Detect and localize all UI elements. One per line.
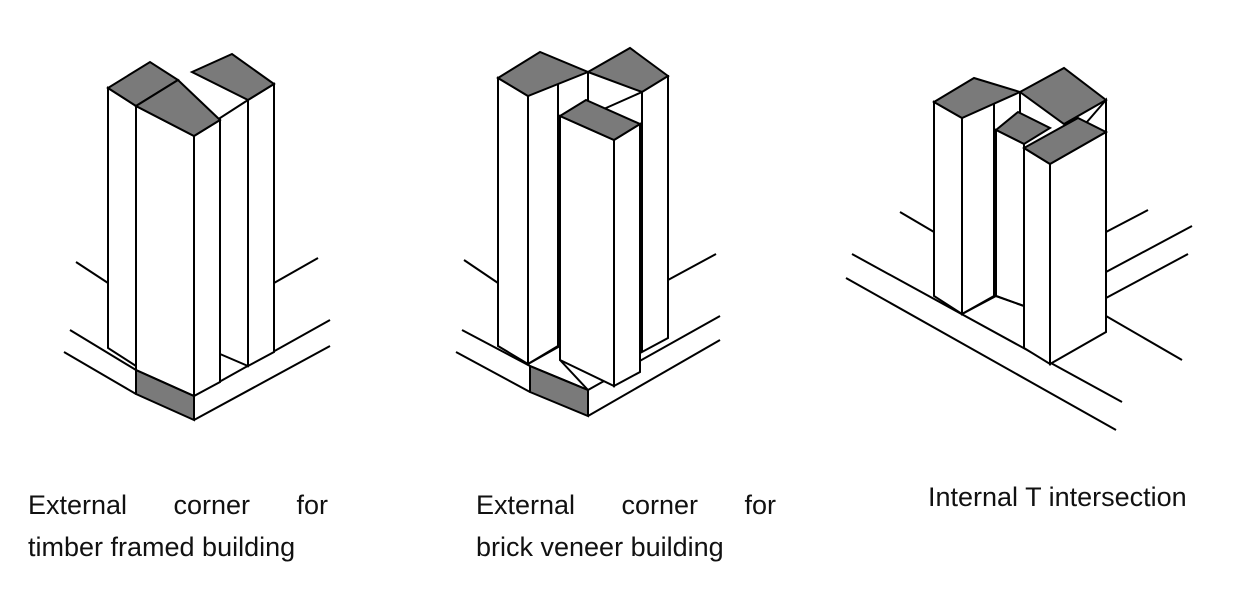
caption-timber-framed: External corner for timber framed buildi…	[28, 484, 328, 568]
caption-text: brick veneer building	[476, 532, 724, 562]
caption-text: Internal T intersection	[928, 482, 1187, 512]
caption-internal-t: Internal T intersection	[928, 476, 1218, 518]
caption-word: External	[476, 490, 576, 520]
caption-brick-veneer: External corner for brick veneer buildin…	[476, 484, 776, 568]
caption-line-2: brick veneer building	[476, 526, 776, 568]
caption-line-1: Internal T intersection	[928, 476, 1218, 518]
caption-word: for	[296, 490, 328, 520]
caption-text: timber framed building	[28, 532, 296, 562]
caption-word: corner	[621, 490, 699, 520]
caption-word: for	[744, 490, 776, 520]
caption-word: corner	[173, 490, 251, 520]
caption-word: External	[28, 490, 128, 520]
caption-line-1: External corner for	[28, 484, 328, 526]
caption-line-2: timber framed building	[28, 526, 328, 568]
caption-line-1: External corner for	[476, 484, 776, 526]
